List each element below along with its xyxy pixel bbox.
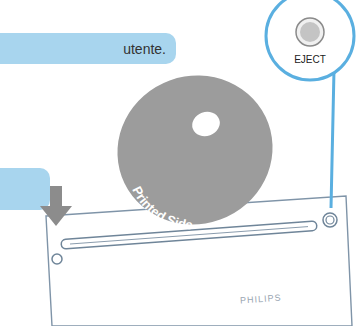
instruction-box [0,168,50,210]
button-label: EJECT [264,54,356,65]
callout-outline [264,0,356,82]
callout-circle: EJECT [264,0,356,82]
disc-side-label: Printed Side [129,184,193,233]
screw-hole [52,254,62,264]
instruction-box: utente. [0,33,176,64]
eject-button-ring [323,213,337,227]
callout-tail [318,70,334,208]
instruction-text: utente. [123,41,166,57]
insert-arrow [40,186,72,226]
compact-disc [96,54,293,246]
disc-side-label: Printed Side [129,184,193,233]
eject-button [326,216,334,224]
